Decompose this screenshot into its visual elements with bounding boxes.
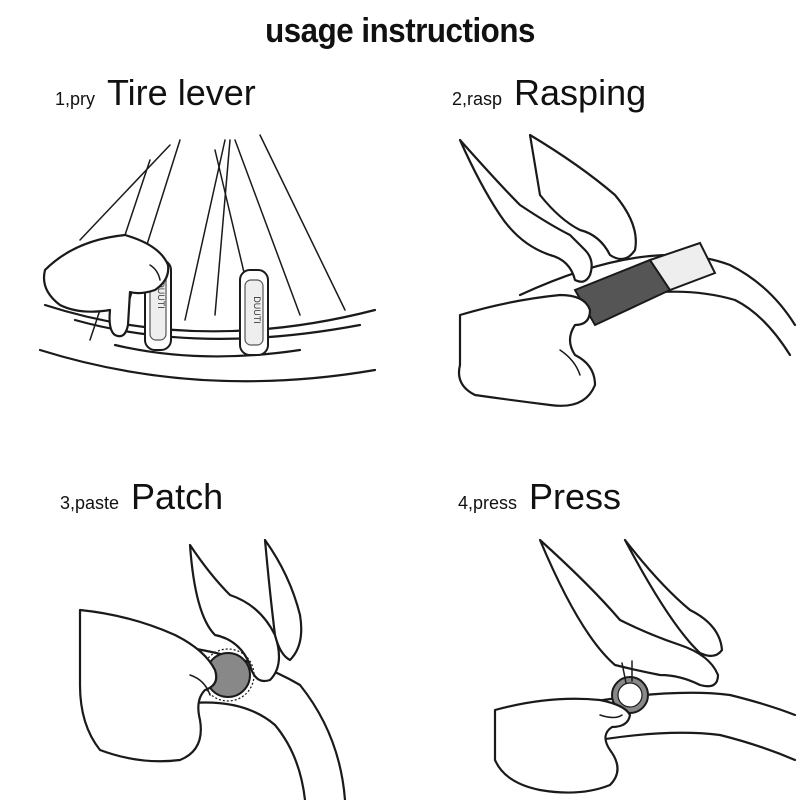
rasp-tool <box>573 241 717 327</box>
step-1-label: 1,pry Tire lever <box>55 72 256 114</box>
hand-bottom <box>457 293 597 407</box>
step-4-label: 4,press Press <box>458 476 621 518</box>
press-illustration <box>400 535 800 800</box>
hand-bottom <box>493 697 632 794</box>
step-2-label: 2,rasp Rasping <box>452 72 646 114</box>
step-3-patch: 3,paste Patch <box>0 400 400 800</box>
patch-illustration <box>0 535 400 800</box>
lever-brand-text: DUUTI <box>252 296 262 324</box>
tire-lever-illustration: DUUTI DUUTI <box>0 130 400 410</box>
page-title: usage instructions <box>265 12 535 50</box>
step-3-label: 3,paste Patch <box>60 476 223 518</box>
step-2-name: Rasping <box>514 72 647 113</box>
hand-bottom <box>78 608 218 763</box>
step-1-name: Tire lever <box>107 72 256 113</box>
hand-top <box>458 138 593 283</box>
rasping-illustration <box>400 125 800 415</box>
hand-left <box>42 233 170 338</box>
patch <box>201 648 255 702</box>
lever-brand-text: DUUTI <box>156 281 166 309</box>
step-3-name: Patch <box>131 476 224 517</box>
step-1-number: 1,pry <box>55 89 96 109</box>
step-4-name: Press <box>529 476 622 517</box>
step-4-number: 4,press <box>458 493 518 513</box>
step-2-rasping: 2,rasp Rasping <box>400 0 800 407</box>
patch <box>611 660 649 714</box>
step-2-number: 2,rasp <box>452 89 503 109</box>
hand-top <box>188 543 281 683</box>
tire-lever-right: DUUTI <box>239 269 269 356</box>
hand-top <box>538 538 720 688</box>
step-4-press: 4,press Press <box>400 400 800 800</box>
step-3-number: 3,paste <box>60 493 120 513</box>
step-1-tire-lever: 1,pry Tire lever <box>0 0 400 400</box>
